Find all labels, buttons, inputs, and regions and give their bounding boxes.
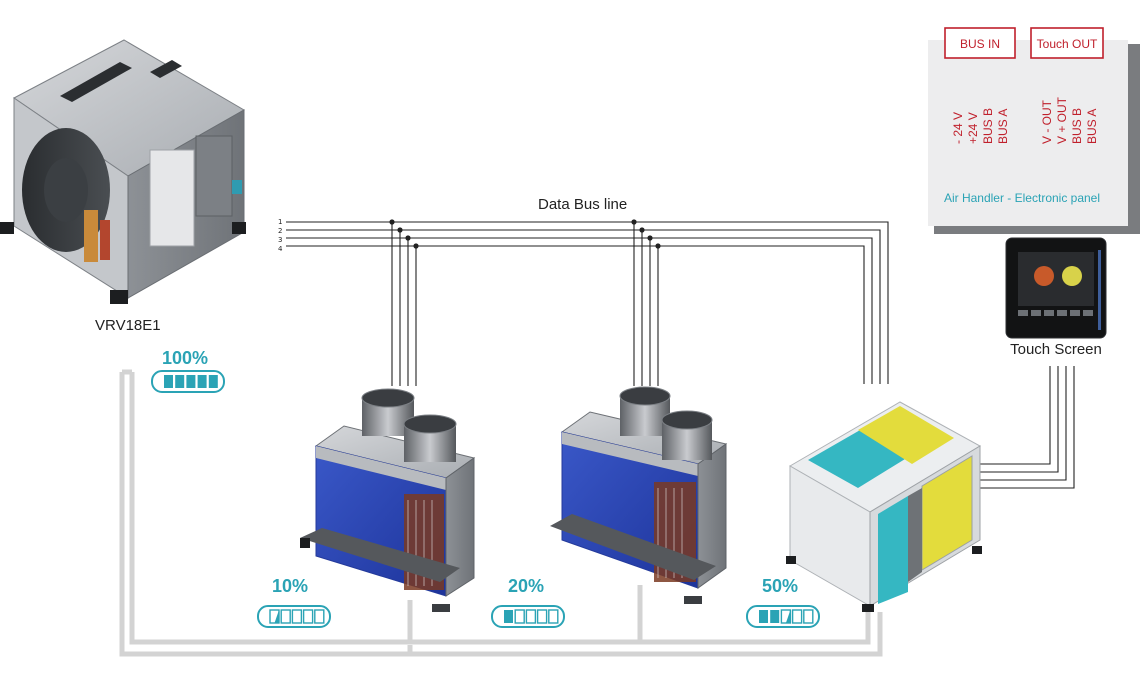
battery-indicator xyxy=(746,605,820,628)
battery-cell xyxy=(791,609,803,624)
battery-cell xyxy=(314,609,325,624)
indoor-unit-1 xyxy=(300,388,476,612)
indoor-capacity-2: 20% xyxy=(491,576,565,628)
outdoor-capacity-label: 100% xyxy=(162,348,208,368)
indoor-capacity-label: 20% xyxy=(508,576,544,596)
bus-line-number: 2 xyxy=(278,227,282,235)
battery-cell xyxy=(302,609,314,624)
touch-out-label: Touch OUT xyxy=(1037,37,1098,51)
terminal-label: BUS B xyxy=(981,108,995,144)
refrigerant-piping xyxy=(119,369,883,657)
terminal-label: BUS A xyxy=(1085,109,1099,144)
touch-screen-label: Touch Screen xyxy=(1010,341,1102,358)
battery-cell xyxy=(525,609,537,624)
air-handler xyxy=(786,401,982,612)
battery-cell xyxy=(280,609,291,624)
bus-line-number: 1 xyxy=(278,218,282,226)
touch-screen: Touch Screen xyxy=(1005,237,1107,358)
battery-indicator xyxy=(491,605,565,628)
indoor-capacity-label: 10% xyxy=(272,576,308,596)
terminal-label: - 24 V xyxy=(951,112,965,144)
outdoor-unit-model: VRV18E1 xyxy=(95,317,161,334)
indoor-capacity-1: 10% xyxy=(257,576,331,628)
battery-cell xyxy=(197,375,207,388)
terminal-label: V - OUT xyxy=(1040,99,1054,144)
battery-cell xyxy=(536,609,548,624)
battery-cell xyxy=(514,609,525,624)
battery-cell xyxy=(291,609,303,624)
bus-in-box xyxy=(944,27,1016,59)
bus-line-number: 4 xyxy=(278,245,283,253)
terminal-label: BUS B xyxy=(1070,108,1084,144)
panel-caption: Air Handler - Electronic panel xyxy=(944,191,1100,205)
battery-cell xyxy=(759,610,768,623)
outdoor-capacity: 100% xyxy=(151,348,225,393)
battery-cell-partial xyxy=(785,610,791,623)
terminal-label: BUS A xyxy=(996,109,1010,144)
bus-line-number: 3 xyxy=(278,236,282,244)
touch-out-box xyxy=(1030,27,1104,59)
battery-indicator xyxy=(151,370,225,393)
electronic-panel: BUS IN Touch OUT - 24 V +24 V BUS B BUS … xyxy=(928,27,1140,234)
bus-line-numbers: 1 2 3 4 xyxy=(278,218,283,253)
terminal-label: +24 V xyxy=(966,112,980,144)
indoor-capacity-3: 50% xyxy=(746,576,820,628)
bus-in-label: BUS IN xyxy=(960,37,1000,51)
battery-cell xyxy=(803,609,814,624)
battery-cell xyxy=(548,609,559,624)
battery-indicator xyxy=(257,605,331,628)
indoor-unit-2 xyxy=(550,386,728,604)
battery-cell xyxy=(164,375,173,388)
bus-title: Data Bus line xyxy=(538,196,627,213)
touch-out-terminals: V - OUT V + OUT BUS B BUS A xyxy=(1040,96,1099,144)
indoor-capacity-label: 50% xyxy=(762,576,798,596)
battery-cell xyxy=(770,610,780,623)
bus-in-terminals: - 24 V +24 V BUS B BUS A xyxy=(951,108,1010,144)
battery-cell xyxy=(186,375,196,388)
battery-cell xyxy=(504,610,513,623)
battery-cell xyxy=(208,375,218,388)
outdoor-unit: VRV18E1 xyxy=(0,39,246,334)
data-bus: Data Bus line 1 2 3 4 xyxy=(278,196,1075,489)
battery-cell xyxy=(175,375,185,388)
battery-cell-partial xyxy=(274,610,279,623)
terminal-label: V + OUT xyxy=(1055,96,1069,144)
